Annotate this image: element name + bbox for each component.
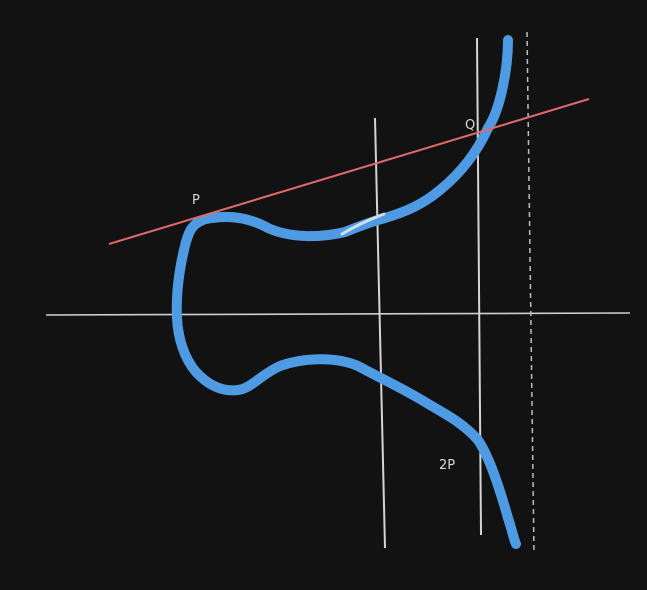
x-axis [45,312,631,316]
vertical-line-right [476,37,482,536]
vertical-line-left [374,117,386,549]
curve-highlight-smudge [340,212,386,236]
elliptic-curve [171,35,521,549]
vertical-dashed-line [526,31,535,554]
point-label-2p: 2P [439,458,455,473]
point-label-q: Q [465,118,475,133]
point-label-p: P [192,193,200,208]
secant-line [108,98,590,245]
